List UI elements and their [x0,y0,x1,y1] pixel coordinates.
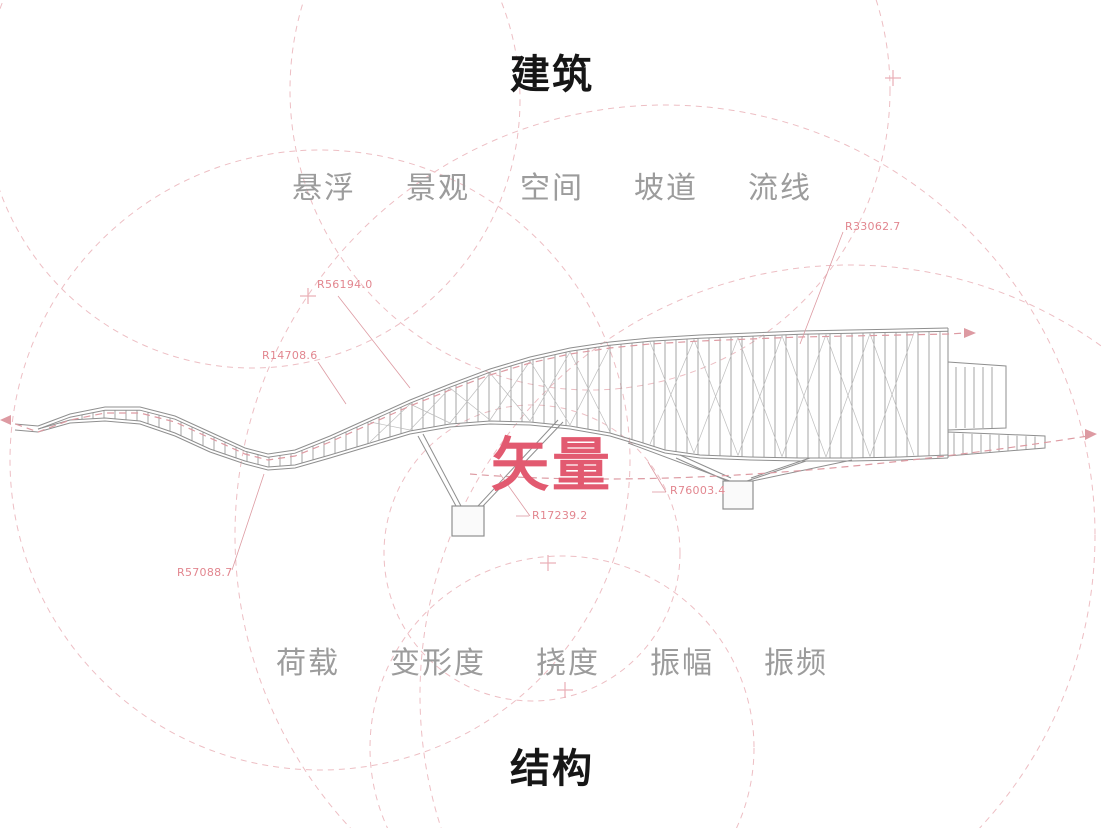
radius-label-r56194: R56194.0 [317,278,373,291]
keyword-amplitude: 振幅 [650,646,714,681]
keyword-deflection: 挠度 [536,646,600,681]
radius-label-r33062: R33062.7 [845,220,901,233]
keyword-space: 空间 [520,171,584,206]
radius-label-r57088: R57088.7 [177,566,233,579]
bridge-supports [417,419,853,537]
vector-label: 矢量 [490,431,613,499]
keyword-floating: 悬浮 [292,171,356,206]
radius-label-r17239: R17239.2 [532,509,588,522]
radius-label-r76003: R76003.4 [670,484,726,497]
structure-keywords-row: 荷载 变形度 挠度 振幅 振频 [0,638,1104,682]
center-marks [300,70,901,698]
bridge-truss [14,327,1046,471]
keyword-frequency: 振频 [764,646,828,681]
keyword-ramp: 坡道 [634,171,698,206]
keyword-circulation: 流线 [748,171,812,206]
title-architecture: 建筑 [510,52,594,98]
keyword-deformation: 变形度 [390,646,486,681]
deck-centerline [3,332,1089,480]
keyword-landscape: 景观 [406,171,470,206]
radius-label-r14708: R14708.6 [262,349,318,362]
keyword-load: 荷载 [276,646,340,681]
title-structure: 结构 [510,746,594,792]
radius-leader-lines [231,231,844,571]
architecture-keywords-row: 悬浮 景观 空间 坡道 流线 [0,163,1104,207]
centerline-arrows [0,328,1097,440]
